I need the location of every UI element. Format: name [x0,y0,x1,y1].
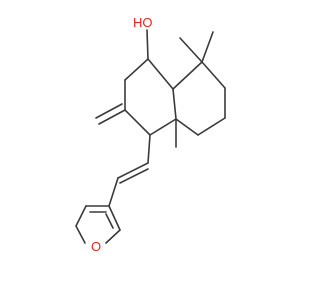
bond-vinyl-1 [117,162,149,179]
bond-c4-chain [147,134,151,164]
bond-c8a-c1 [147,58,174,90]
bond-c4-c4a [149,118,177,136]
bond-c8-c7 [201,61,226,89]
bond-c8-methyl-b [201,31,214,63]
bond-c5-c4a [175,118,199,136]
bond-furan-o-c5 [75,225,86,244]
bonds [75,29,226,244]
bond-furan-c3-c2 [108,205,121,231]
bond-c8-methyl-a [179,37,203,63]
bond-methylene-1 [98,109,126,125]
bond-furan-c2-o [105,229,121,244]
furan-oxygen-label: O [91,239,101,254]
bond-chain-furan [108,177,119,207]
bond-furan-c2-inner [105,213,114,229]
bond-vinyl-2 [119,168,149,184]
bond-c4a-c8a [172,88,177,120]
bond-c8a-c8 [172,61,203,90]
bond-furan-c5-c4 [75,205,87,227]
bond-methylene-2 [95,103,123,119]
bond-c1-oh [146,29,149,60]
hydroxyl-label: HO [133,15,153,30]
molecule-structure: HO O [75,15,226,254]
bond-c1-c2 [124,58,149,81]
bond-c6-c5 [197,117,226,136]
bond-c3-c4 [124,109,151,136]
